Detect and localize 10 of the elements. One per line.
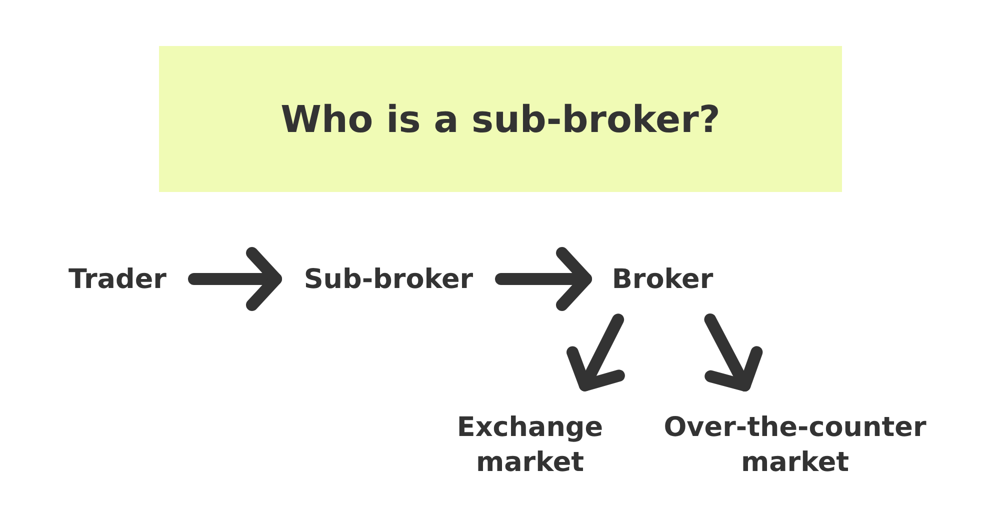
- title: Who is a sub-broker?: [280, 98, 720, 140]
- node-label: Broker: [612, 262, 714, 296]
- node-label: Over-the-counter market: [662, 411, 928, 480]
- arrow: [704, 314, 763, 392]
- node-label: Trader: [68, 262, 166, 296]
- arrow: [188, 247, 282, 311]
- node-label: Exchange market: [456, 411, 604, 480]
- node-label: Sub-broker: [304, 262, 474, 296]
- arrow: [566, 314, 625, 392]
- arrow: [495, 247, 592, 311]
